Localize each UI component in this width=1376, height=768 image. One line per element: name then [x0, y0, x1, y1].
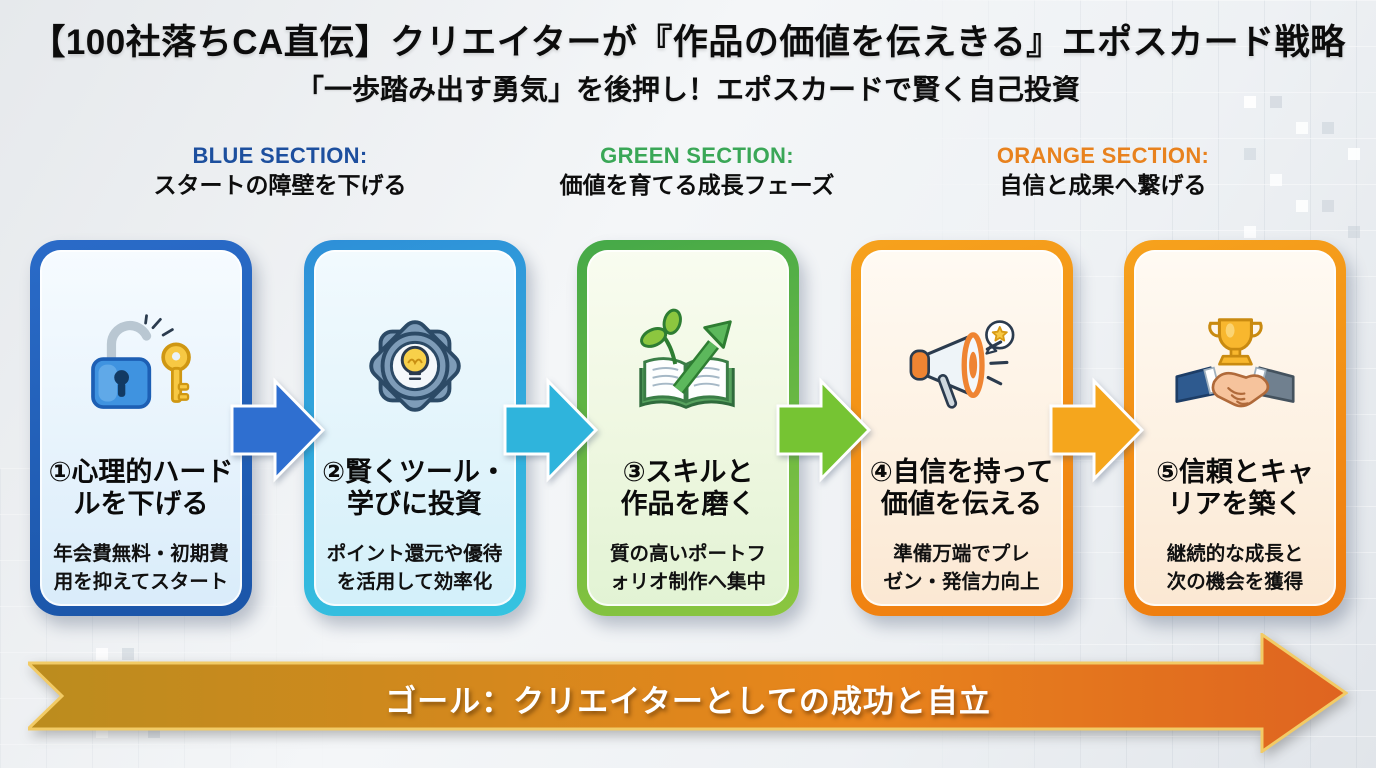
step-title: ⑤信頼とキャ リアを築く [1156, 456, 1314, 522]
step-card-2: ②賢くツール・ 学びに投資 ポイント還元や優待 を活用して効率化 [303, 240, 526, 616]
section-header-green: GREEN SECTION: 価値を育てる成長フェーズ [497, 142, 897, 201]
desc-line: 準備万端でプレ [893, 543, 1030, 566]
goal-arrow-banner [28, 633, 1348, 753]
page-title: 【100社落ちCA直伝】クリエイターが『作品の価値を伝えきる』エポスカード戦略 [30, 23, 1346, 62]
desc-line: ポイント還元や優待 [326, 543, 503, 566]
step-description: 年会費無料・初期費 用を抑えてスタート [53, 541, 229, 596]
steps-row: ①心理的ハード ルを下げる 年会費無料・初期費 用を抑えてスタート [30, 240, 1346, 616]
title-line: 作品を磨く [620, 489, 756, 520]
title-line: ③スキルと [622, 456, 754, 487]
step-card-5-body: ⑤信頼とキャ リアを築く 継続的な成長と 次の機会を獲得 [1134, 250, 1336, 606]
desc-line: を活用して効率化 [336, 570, 493, 593]
connector-arrow-2 [503, 377, 599, 483]
step-title: ④自信を持って 価値を伝える [870, 456, 1054, 522]
section-header-blue: BLUE SECTION: スタートの障壁を下げる [80, 142, 480, 201]
background-pixel-squares [0, 0, 12, 12]
connector-arrow-1 [230, 377, 326, 483]
section-caption: スタートの障壁を下げる [153, 172, 407, 198]
step-card-1: ①心理的ハード ルを下げる 年会費無料・初期費 用を抑えてスタート [30, 240, 252, 616]
goal-label: ゴール：クリエイターとしての成功と自立 [385, 684, 991, 719]
desc-line: ゼン・発信力向上 [883, 570, 1040, 593]
handshake-trophy-icon [1175, 302, 1295, 430]
connector-arrow-4 [1049, 377, 1145, 483]
step-card-4: ④自信を持って 価値を伝える 準備万端でプレ ゼン・発信力向上 [850, 240, 1073, 616]
megaphone-icon [902, 302, 1022, 430]
section-label: GREEN SECTION: [600, 143, 794, 168]
title-line: 学びに投資 [347, 489, 482, 520]
title-line: リアを築く [1167, 489, 1303, 520]
step-description: 準備万端でプレ ゼン・発信力向上 [883, 541, 1039, 596]
step-title: ③スキルと 作品を磨く [621, 456, 756, 522]
title-line: ④自信を持って [869, 456, 1054, 487]
step-card-4-body: ④自信を持って 価値を伝える 準備万端でプレ ゼン・発信力向上 [860, 250, 1063, 606]
book-growth-arrow-icon [628, 302, 748, 430]
step-description: ポイント還元や優待 を活用して効率化 [327, 541, 503, 596]
gear-lightbulb-icon [355, 302, 475, 430]
page-subtitle: 「一歩踏み出す勇気」を後押し！エポスカードで賢く自己投資 [295, 74, 1080, 105]
desc-line: 質の高いポートフ [609, 543, 766, 566]
step-card-3-body: ③スキルと 作品を磨く 質の高いポートフ ォリオ制作へ集中 [587, 250, 789, 606]
section-label: ORANGE SECTION: [996, 143, 1210, 168]
desc-line: 次の機会を獲得 [1166, 570, 1304, 593]
unlock-key-icon [81, 302, 201, 430]
desc-line: 年会費無料・初期費 [53, 543, 229, 566]
desc-line: ォリオ制作へ集中 [609, 570, 766, 593]
step-card-5: ⑤信頼とキャ リアを築く 継続的な成長と 次の機会を獲得 [1124, 240, 1346, 616]
title-line: ⑤信頼とキャ [1156, 456, 1314, 487]
step-card-1-body: ①心理的ハード ルを下げる 年会費無料・初期費 用を抑えてスタート [40, 250, 242, 606]
step-card-2-body: ②賢くツール・ 学びに投資 ポイント還元や優待 を活用して効率化 [313, 250, 516, 606]
desc-line: 用を抑えてスタート [53, 570, 229, 593]
connector-arrow-3 [776, 377, 872, 483]
title-line: ②賢くツール・ [322, 456, 507, 487]
title-line: ルを下げる [73, 489, 209, 520]
desc-line: 継続的な成長と [1166, 543, 1304, 566]
step-description: 継続的な成長と 次の機会を獲得 [1167, 541, 1304, 596]
section-label: BLUE SECTION: [192, 143, 368, 168]
title-line: 価値を伝える [880, 489, 1043, 520]
section-caption: 自信と成果へ繋げる [999, 172, 1207, 198]
step-card-3: ③スキルと 作品を磨く 質の高いポートフ ォリオ制作へ集中 [577, 240, 799, 616]
section-header-orange: ORANGE SECTION: 自信と成果へ繋げる [903, 142, 1303, 201]
step-description: 質の高いポートフ ォリオ制作へ集中 [610, 541, 766, 596]
step-title: ②賢くツール・ 学びに投資 [322, 456, 507, 522]
section-caption: 価値を育てる成長フェーズ [559, 172, 835, 198]
step-title: ①心理的ハード ルを下げる [49, 456, 234, 522]
title-line: ①心理的ハード [48, 456, 234, 487]
